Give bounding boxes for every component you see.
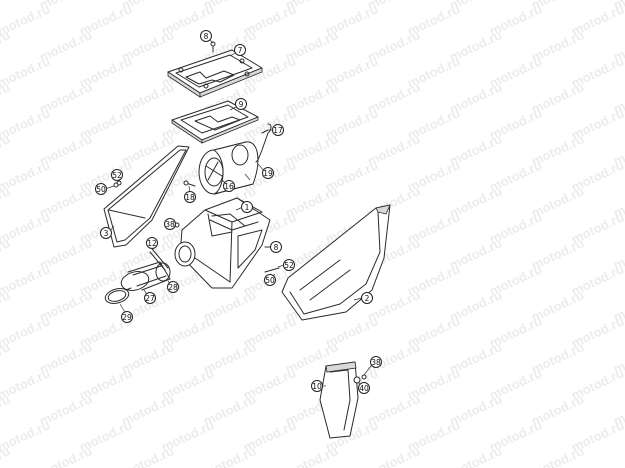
- callout-label: 2: [365, 294, 370, 303]
- callout-label: 52: [112, 171, 122, 180]
- callout-circle: [283, 259, 295, 271]
- callout-50: 50: [95, 183, 107, 195]
- callout-label: 19: [263, 169, 273, 178]
- watermark-text: motod.ru: [529, 443, 586, 468]
- callout-17: 17: [272, 124, 284, 136]
- callout-52: 52: [111, 169, 123, 181]
- hose-clamp-large: [104, 287, 132, 304]
- right-side-cover: [281, 204, 391, 321]
- callout-circle: [111, 169, 123, 181]
- callout-38: 38: [370, 356, 382, 368]
- callout-1: 1: [241, 201, 253, 213]
- callout-circle: [95, 183, 107, 195]
- callout-label: 16: [224, 182, 234, 191]
- callout-circle: [164, 218, 176, 230]
- callout-7: 7: [234, 44, 246, 56]
- callout-circle: [144, 292, 156, 304]
- watermark-text: motod.ru: [365, 443, 422, 468]
- callout-50: 50: [264, 274, 276, 286]
- callout-label: 3: [104, 229, 109, 238]
- callout-9: 9: [235, 98, 247, 110]
- callout-label: 17: [273, 126, 283, 135]
- callout-circle: [264, 274, 276, 286]
- callout-19: 19: [262, 167, 274, 179]
- callout-circle: [121, 311, 133, 323]
- filter-retaining-wire: [255, 123, 272, 163]
- callout-8: 8: [200, 30, 212, 42]
- callout-circle: [200, 30, 212, 42]
- callout-label: 52: [284, 261, 294, 270]
- side-panel-frame: [103, 145, 190, 248]
- watermark-text: motod.ru: [119, 443, 176, 468]
- callout-label: 1: [245, 203, 250, 212]
- watermark-text: motod.ru: [447, 443, 504, 468]
- callout-12: 12: [146, 237, 158, 249]
- air-filter-element: [198, 141, 259, 195]
- callout-circle: [311, 380, 323, 392]
- screw-top: [210, 41, 216, 53]
- watermark-text: motod.ru: [611, 443, 625, 468]
- callout-circle: [272, 124, 284, 136]
- callout-label: 18: [185, 193, 195, 202]
- callout-circle: [361, 292, 373, 304]
- callout-circle: [234, 44, 246, 56]
- callout-8: 8: [270, 241, 282, 253]
- callout-circle: [370, 356, 382, 368]
- callout-label: 8: [274, 243, 279, 252]
- callout-28: 28: [167, 281, 179, 293]
- watermark-text: motod.ru: [201, 443, 258, 468]
- callout-circle: [241, 201, 253, 213]
- callout-52: 52: [283, 259, 295, 271]
- callout-label: 50: [96, 185, 106, 194]
- callout-label: 38: [165, 220, 175, 229]
- callout-16: 16: [223, 180, 235, 192]
- callout-label: 28: [168, 283, 178, 292]
- mud-flap: [319, 361, 359, 439]
- callout-circle: [167, 281, 179, 293]
- callout-29: 29: [121, 311, 133, 323]
- gasket: [171, 100, 259, 144]
- callout-40: 40: [358, 382, 370, 394]
- callout-label: 38: [371, 358, 381, 367]
- airbox-housing: [174, 197, 271, 289]
- callout-label: 27: [145, 294, 155, 303]
- small-bolt: [183, 180, 196, 187]
- air-filter-cover-plate: [167, 49, 263, 98]
- callout-circle: [100, 227, 112, 239]
- callout-label: 10: [312, 382, 322, 391]
- callout-numbers: 8 7 9 17 52 50 16 19 18 1 38 3 12 8 52 50 27 28 29 2 38 10 40: [95, 30, 382, 394]
- callout-label: 7: [238, 46, 243, 55]
- callout-circle: [358, 382, 370, 394]
- callout-circle: [270, 241, 282, 253]
- screw-mud-flap: [353, 374, 367, 384]
- callout-circle: [223, 180, 235, 192]
- watermark-text: motod.ru: [283, 443, 340, 468]
- callout-label: 12: [147, 239, 157, 248]
- callout-10: 10: [311, 380, 323, 392]
- callout-circle: [184, 191, 196, 203]
- callout-circle: [262, 167, 274, 179]
- callout-label: 29: [122, 313, 132, 322]
- watermark-text: motod.ru: [0, 0, 12, 13]
- callout-label: 50: [265, 276, 275, 285]
- callout-label: 40: [359, 384, 369, 393]
- callout-3: 3: [100, 227, 112, 239]
- intake-boot: [120, 261, 171, 291]
- callout-18: 18: [184, 191, 196, 203]
- callout-label: 9: [239, 100, 244, 109]
- callout-label: 8: [204, 32, 209, 41]
- callout-circle: [235, 98, 247, 110]
- callout-38: 38: [164, 218, 176, 230]
- watermark-text: motod.ru: [37, 443, 94, 468]
- callout-2: 2: [361, 292, 373, 304]
- callout-27: 27: [144, 292, 156, 304]
- callout-circle: [146, 237, 158, 249]
